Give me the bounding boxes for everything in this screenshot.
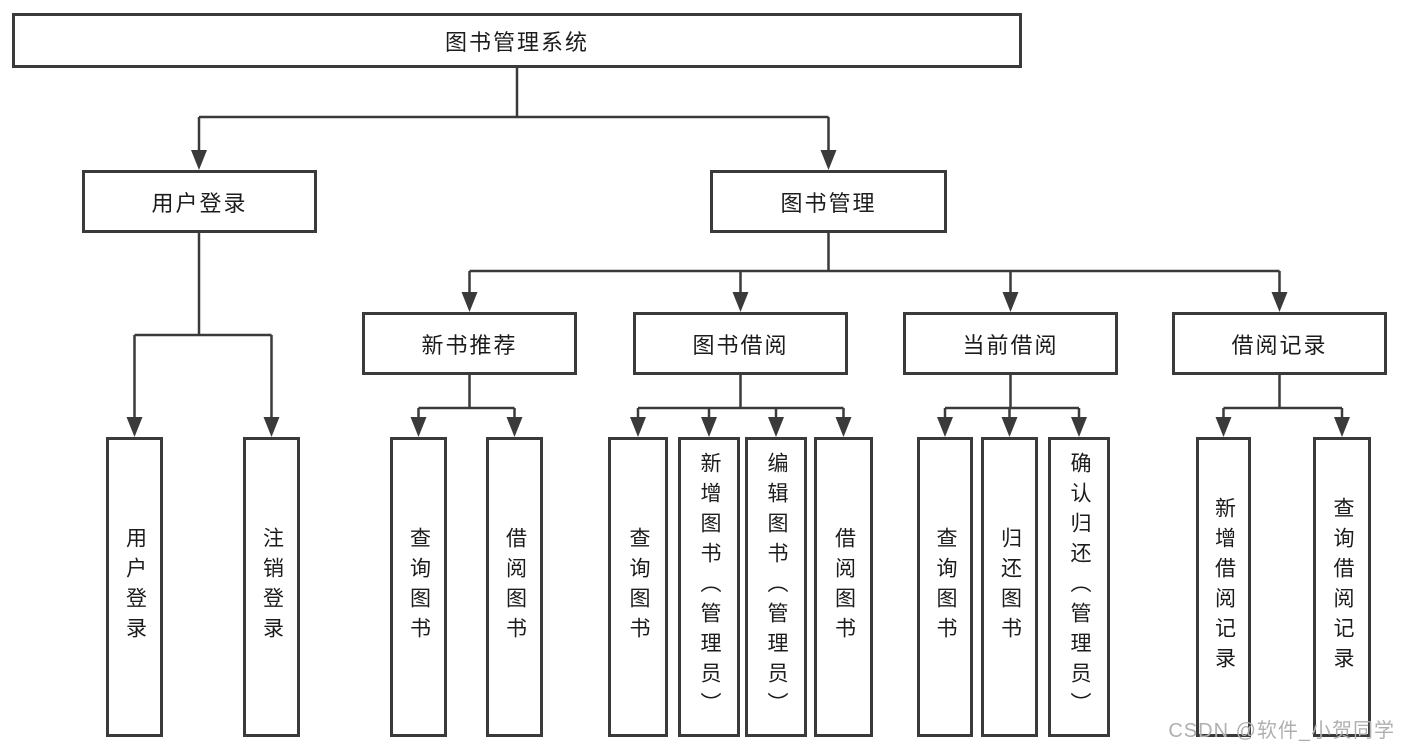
leaf-label: 用户登录	[123, 527, 147, 647]
leaf-query-books-borrowing: 查询图书	[608, 437, 668, 737]
node-borrowing-records: 借阅记录	[1172, 312, 1387, 375]
leaf-label: 查询图书	[407, 527, 431, 647]
leaf-label: 查询借阅记录	[1331, 497, 1354, 677]
node-book-management: 图书管理	[710, 170, 947, 233]
leaf-query-books-newbook: 查询图书	[390, 437, 447, 737]
leaf-label: 借阅图书	[832, 527, 856, 647]
leaf-logout: 注销登录	[243, 437, 300, 737]
leaf-confirm-return-admin: 确认归还（管理员）	[1048, 437, 1110, 737]
leaf-label: 查询图书	[627, 527, 650, 647]
leaf-add-book-admin: 新增图书（管理员）	[678, 437, 740, 737]
leaf-add-borrow-record: 新增借阅记录	[1196, 437, 1251, 737]
leaf-label: 确认归还（管理员）	[1068, 452, 1091, 722]
leaf-borrow-books-borrowing: 借阅图书	[814, 437, 873, 737]
leaf-edit-book-admin: 编辑图书（管理员）	[745, 437, 807, 737]
leaf-label: 查询图书	[934, 527, 957, 647]
leaf-label: 借阅图书	[503, 527, 527, 647]
leaf-borrow-books-newbook: 借阅图书	[486, 437, 543, 737]
leaf-return-books: 归还图书	[981, 437, 1038, 737]
leaf-query-books-current: 查询图书	[917, 437, 973, 737]
leaf-label: 编辑图书（管理员）	[765, 452, 788, 722]
arrowheads	[126, 150, 1350, 437]
leaf-label: 新增图书（管理员）	[698, 452, 721, 722]
node-new-book-recommendation: 新书推荐	[362, 312, 577, 375]
csdn-watermark: CSDN @软件_小贺同学	[1168, 720, 1395, 742]
node-current-borrowing: 当前借阅	[903, 312, 1118, 375]
node-library-management-system: 图书管理系统	[12, 13, 1022, 68]
leaf-label: 注销登录	[260, 527, 284, 647]
leaf-label: 归还图书	[998, 527, 1022, 647]
node-book-borrowing: 图书借阅	[633, 312, 848, 375]
leaf-query-borrow-record: 查询借阅记录	[1313, 437, 1371, 737]
node-user-login: 用户登录	[82, 170, 317, 233]
leaf-user-login: 用户登录	[106, 437, 163, 737]
leaf-label: 新增借阅记录	[1212, 497, 1236, 677]
